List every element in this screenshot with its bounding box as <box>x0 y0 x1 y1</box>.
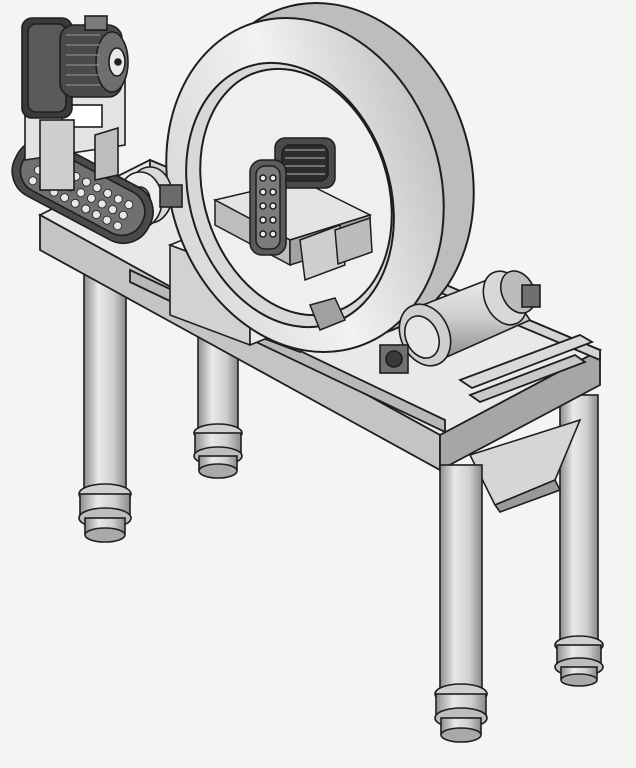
leg-front-left <box>78 254 132 543</box>
leg-rear-right <box>554 394 604 687</box>
roller-drum <box>379 270 541 374</box>
drive-motor <box>21 15 129 119</box>
chute <box>468 418 582 513</box>
leg-front-right <box>434 464 488 743</box>
center-gearbox-assembly <box>212 137 373 331</box>
